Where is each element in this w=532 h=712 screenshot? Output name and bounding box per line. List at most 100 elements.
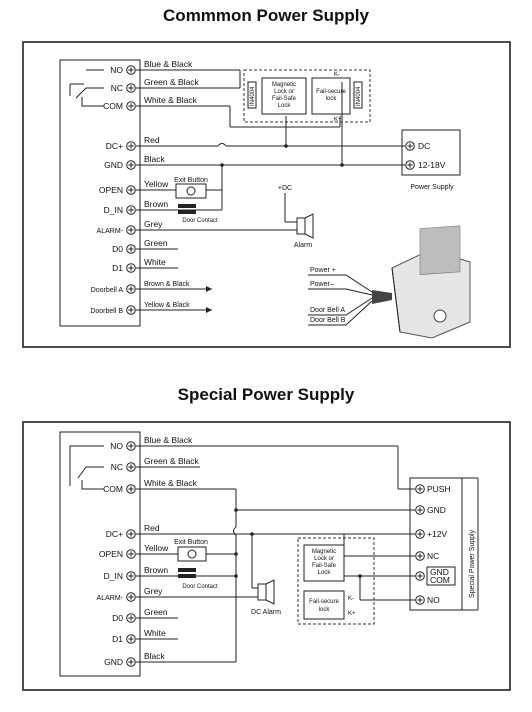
terminal-open: OPEN: [99, 185, 123, 195]
wire-yellow-black: Yellow & Black: [144, 302, 190, 309]
power-supply-volt: 12-18V: [418, 160, 446, 170]
svg-text:PUSH: PUSH: [427, 484, 451, 494]
lock-box-2: [297, 537, 375, 625]
svg-text:Magnetic: Magnetic: [272, 82, 296, 88]
terminal-d0: D0: [112, 244, 123, 254]
svg-text:Exit Button: Exit Button: [174, 539, 208, 546]
wire-red: Red: [144, 135, 160, 145]
wire-black: Black: [144, 154, 166, 164]
svg-text:Power–: Power–: [310, 281, 334, 288]
wire-green: Green: [144, 238, 168, 248]
power-supply-label: Power Supply: [410, 184, 454, 191]
svg-text:Special Power Supply: Special Power Supply: [469, 529, 476, 598]
svg-text:Door Contact: Door Contact: [182, 584, 218, 590]
special-power-supply: Special Power Supply PUSH GND +12V NC GN…: [409, 477, 479, 611]
svg-text:DC+: DC+: [106, 529, 123, 539]
svg-text:Black: Black: [144, 651, 166, 661]
svg-text:Green & Black: Green & Black: [144, 456, 200, 466]
svg-text:Yellow: Yellow: [144, 543, 169, 553]
svg-text:+12V: +12V: [427, 529, 447, 539]
controller-block-1: [59, 59, 141, 327]
diagram2-title: Special Power Supply: [178, 385, 355, 404]
svg-text:lock: lock: [319, 607, 331, 613]
svg-text:Fail-secure: Fail-secure: [316, 89, 346, 95]
svg-text:White: White: [144, 628, 166, 638]
svg-text:Door Bell B: Door Bell B: [310, 317, 346, 324]
wire-white: White: [144, 257, 166, 267]
wires-1: [136, 69, 405, 313]
wire-brown-black: Brown & Black: [144, 281, 190, 288]
svg-text:GND: GND: [430, 567, 449, 577]
wire-yellow: Yellow: [144, 179, 169, 189]
svg-text:K+: K+: [348, 611, 356, 617]
terminal-nc: NC: [111, 83, 123, 93]
svg-text:White & Black: White & Black: [144, 478, 198, 488]
terminal-doorbell-b: Doorbell B: [90, 308, 123, 315]
svg-text:K+: K+: [334, 117, 342, 123]
svg-text:Blue & Black: Blue & Black: [144, 435, 193, 445]
wire-green-black: Green & Black: [144, 77, 200, 87]
wire-white-black: White & Black: [144, 95, 198, 105]
exit-button-label-1: Exit Button: [174, 177, 208, 184]
svg-text:Magnetic: Magnetic: [312, 549, 336, 555]
svg-text:K-: K-: [334, 72, 340, 78]
terminal-no: NO: [110, 65, 123, 75]
svg-text:NC: NC: [427, 551, 439, 561]
lock-magnetic-2: Magnetic Lock or Fail-Safe Lock: [303, 544, 345, 582]
relay-symbol-1: [69, 69, 104, 107]
power-supply-1: DC 12-18V Power Supply: [401, 129, 461, 191]
svg-text:Lock or: Lock or: [314, 556, 334, 562]
wire-brown: Brown: [144, 199, 168, 209]
svg-text:GND: GND: [104, 657, 123, 667]
svg-text:NO: NO: [427, 595, 440, 605]
svg-text:ALARM-: ALARM-: [97, 595, 124, 602]
terminal-alarm: ALARM-: [97, 228, 124, 235]
svg-text:D1: D1: [112, 634, 123, 644]
svg-text:Lock or: Lock or: [274, 89, 294, 95]
svg-text:D0: D0: [112, 613, 123, 623]
wire-blue-black: Blue & Black: [144, 59, 193, 69]
diagram1-title: Commmon Power Supply: [163, 6, 369, 25]
alarm-1: +DC Alarm: [278, 185, 314, 249]
svg-text:NO: NO: [110, 441, 123, 451]
lock-magnetic-1: Magnetic Lock or Fail-Safe Lock: [261, 77, 307, 115]
lock-failsecure-1: Fail-secure lock K- K+: [311, 72, 351, 123]
svg-text:D_IN: D_IN: [104, 571, 123, 581]
doorbell-unit: Power + Power– Door Bell A Door Bell B: [308, 225, 471, 339]
svg-text:DC Alarm: DC Alarm: [251, 609, 281, 616]
diode-1: IN4004 IN4004: [247, 81, 363, 109]
wire-labels-2: Blue & Black Green & Black White & Black…: [144, 435, 200, 661]
svg-text:lock: lock: [326, 96, 338, 102]
svg-text:Fail-Safe: Fail-Safe: [312, 563, 337, 569]
svg-text:GND: GND: [427, 505, 446, 515]
diagram1-frame: [22, 41, 511, 348]
lock-box-1: [243, 69, 371, 123]
svg-text:Fail-secure: Fail-secure: [309, 599, 339, 605]
svg-text:OPEN: OPEN: [99, 549, 123, 559]
terminal-com: COM: [103, 101, 123, 111]
svg-text:Red: Red: [144, 523, 160, 533]
door-contact-label-1: Door Contact: [182, 218, 218, 224]
wire-grey: Grey: [144, 219, 163, 229]
terminal-gnd: GND: [104, 160, 123, 170]
power-supply-dc: DC: [418, 141, 430, 151]
wire-labels-1: Blue & Black Green & Black White & Black…: [144, 59, 200, 309]
dc-alarm-2: DC Alarm: [251, 579, 281, 616]
svg-text:Fail-Safe: Fail-Safe: [272, 96, 297, 102]
svg-text:Power +: Power +: [310, 267, 336, 274]
door-contact-2: Door Contact: [178, 568, 218, 590]
door-contact-1: Door Contact: [178, 204, 218, 224]
terminal-d-in: D_IN: [104, 205, 123, 215]
terminal-screws-2: [126, 441, 136, 667]
terminal-labels-2: NO NC COM DC+ OPEN D_IN ALARM- D0 D1 GND: [97, 441, 124, 667]
svg-text:K-: K-: [348, 596, 354, 602]
lock-failsecure-2: Fail-secure lock K- K+: [303, 590, 356, 620]
diagram2-frame: [22, 421, 511, 691]
exit-button-2: Exit Button: [174, 539, 208, 562]
terminal-labels-1: NO NC COM DC+ GND OPEN D_IN ALARM- D0 D1…: [90, 65, 123, 315]
svg-text:NC: NC: [111, 462, 123, 472]
svg-text:IN4004: IN4004: [250, 86, 256, 106]
svg-text:Grey: Grey: [144, 586, 163, 596]
terminal-d1: D1: [112, 263, 123, 273]
terminal-screws-1: [126, 65, 136, 315]
